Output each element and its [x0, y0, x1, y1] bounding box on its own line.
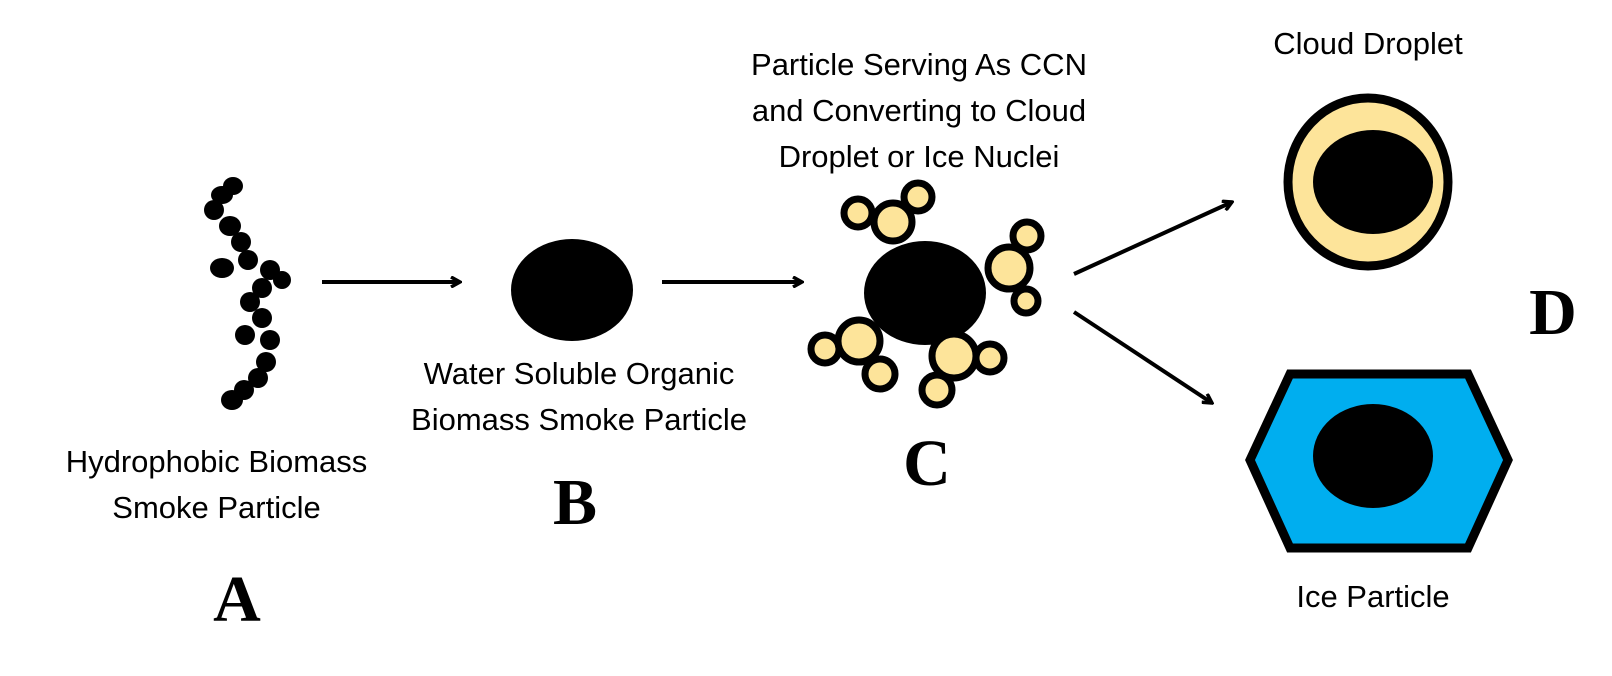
stage-a-caption: Hydrophobic Biomass Smoke Particle [44, 439, 389, 531]
ice-particle-label: Ice Particle [1296, 579, 1450, 614]
arrow-icon [1073, 202, 1232, 276]
stage-b-letter: B [552, 466, 598, 539]
stage-b-caption: Water Soluble Organic Biomass Smoke Part… [395, 351, 763, 443]
stage-c-caption: Particle Serving As CCN and Converting t… [724, 42, 1114, 180]
stage-b-caption-line2: Biomass Smoke Particle [411, 402, 747, 437]
soluble-particle-icon [511, 239, 633, 341]
stage-a-caption-line2: Smoke Particle [112, 490, 321, 525]
stage-a-caption-line1: Hydrophobic Biomass [65, 444, 368, 479]
soot-chain-icon [204, 177, 291, 410]
stage-c-caption-line2: and Converting to Cloud [751, 93, 1087, 128]
arrow-icon [1072, 310, 1212, 403]
ccn-particle-icon [807, 179, 1045, 409]
stage-b-caption-line1: Water Soluble Organic [423, 356, 735, 391]
stage-c-caption-line1: Particle Serving As CCN [751, 47, 1087, 82]
cloud-droplet-icon [1283, 93, 1453, 271]
stage-c-caption-line3: Droplet or Ice Nuclei [778, 139, 1060, 174]
ice-particle-icon [1245, 369, 1513, 553]
cloud-droplet-label: Cloud Droplet [1273, 26, 1463, 61]
stage-d-letter: D [1529, 276, 1577, 349]
stage-c-letter: C [903, 427, 951, 500]
stage-a-letter: A [213, 563, 261, 636]
